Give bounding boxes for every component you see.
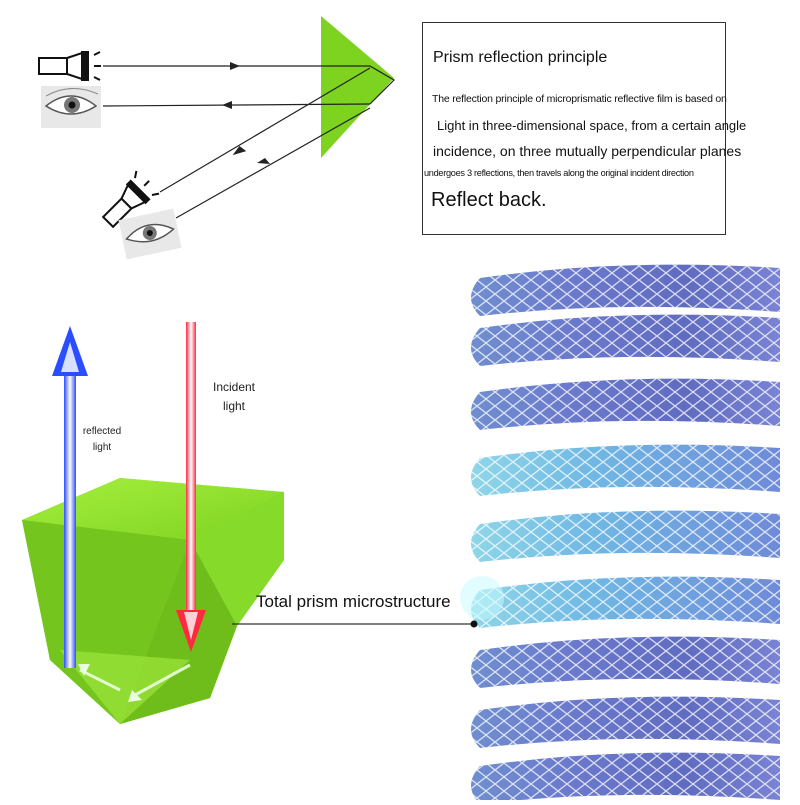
microstructure-label: Total prism microstructure xyxy=(256,592,451,611)
retroreflection-sketch xyxy=(38,16,395,260)
film-highlight xyxy=(460,576,504,620)
incident-light-label: Incident light xyxy=(212,380,256,413)
textbox-line-1: The reflection principle of microprismat… xyxy=(432,93,727,105)
eye-icon xyxy=(118,208,182,260)
principle-textbox: Prism reflection principle The reflectio… xyxy=(422,22,746,235)
callout-line xyxy=(232,620,478,628)
film-strip-pattern xyxy=(471,576,780,628)
textbox-line-5: Reflect back. xyxy=(431,189,547,211)
flashlight-icon xyxy=(38,51,101,81)
film-strip-pattern xyxy=(471,378,780,430)
film-strip-pattern xyxy=(471,444,780,496)
reflected-ray xyxy=(52,326,88,668)
prism-icon xyxy=(321,16,394,158)
film-strip-pattern xyxy=(471,752,780,804)
flashlight-icon xyxy=(101,170,160,229)
eye-icon xyxy=(41,86,101,128)
film-strip-pattern xyxy=(471,264,780,316)
film-strip-pattern xyxy=(471,636,780,688)
incident-ray xyxy=(176,322,206,652)
textbox-title: Prism reflection principle xyxy=(433,49,608,66)
textbox-line-4: undergoes 3 reflections, then travels al… xyxy=(424,168,694,178)
film-strip-pattern xyxy=(471,314,780,366)
corner-cube-prism xyxy=(22,478,284,724)
textbox-line-2: Light in three-dimensional space, from a… xyxy=(437,118,747,133)
reflective-film-strips xyxy=(460,264,780,804)
textbox-line-3: incidence, on three mutually perpendicul… xyxy=(433,143,742,159)
reflected-light-label: reflected light xyxy=(82,426,122,453)
film-strip-pattern xyxy=(471,510,780,562)
film-strip-pattern xyxy=(471,696,780,748)
